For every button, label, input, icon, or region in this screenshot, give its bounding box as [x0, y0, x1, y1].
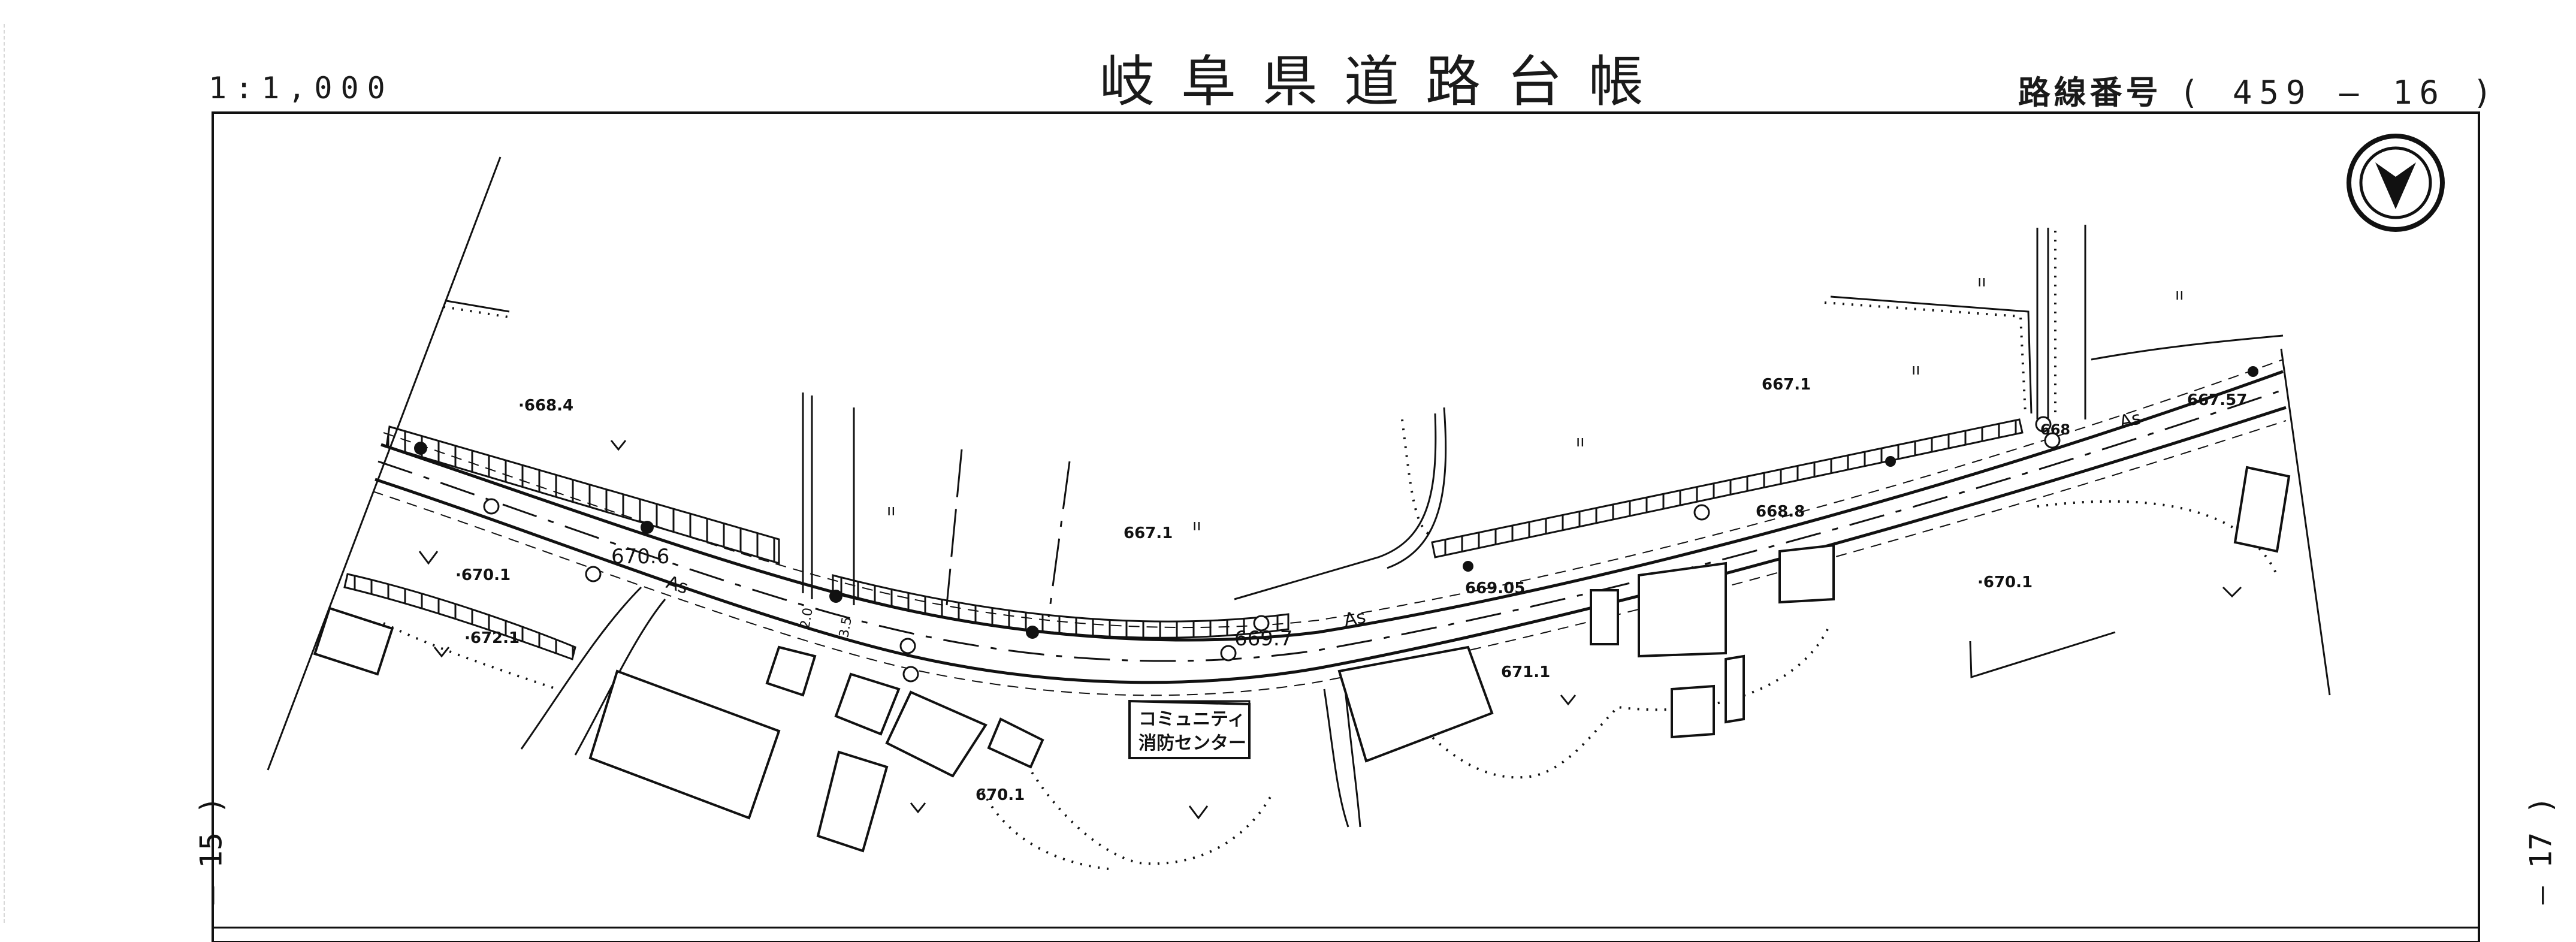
facility-label-line2: 消防センター: [1138, 733, 1246, 754]
manhole-symbols: [483, 416, 2061, 683]
map-boundary-right: [2280, 348, 2331, 696]
width-marker: 2.0: [798, 606, 816, 630]
width-marker: 3.5: [836, 615, 855, 639]
route-number-value: ( 459 — 16 ): [2179, 74, 2499, 111]
map-scale: 1:1,000: [209, 71, 394, 105]
svg-text:ıı: ıı: [1576, 433, 1584, 451]
slope-hatch-right: [1431, 418, 2024, 558]
width-markers: 2.0 3.5: [798, 606, 855, 639]
facility-label-line1: コミュニティ: [1138, 709, 1245, 730]
svg-text:ıı: ıı: [1977, 273, 1986, 291]
svg-text:ıı: ıı: [887, 502, 895, 520]
dotted-boundaries: [383, 231, 2278, 870]
facility-community-fire-center: コミュニティ 消防センター: [1128, 700, 1251, 759]
route-number: 路線番号 ( 459 — 16 ): [2018, 66, 2499, 113]
road-surface-label: As: [1342, 606, 1367, 631]
elevation-labels: ·668.4 ·670.1 ·672.1 670.6 667.1 669.7 6…: [455, 376, 2247, 804]
route-number-label: 路線番号: [2018, 74, 2162, 111]
elevation-label: ·670.1: [1977, 573, 2033, 591]
field-symbols: ıı ıı ıı ıı ıı ıı: [887, 273, 2184, 535]
slope-hatch-left: [385, 425, 780, 565]
page-title: 岐阜県道路台帳: [1100, 50, 1671, 114]
svg-text:ıı: ıı: [2175, 286, 2184, 304]
road-carriageway: [372, 359, 2287, 696]
svg-text:ıı: ıı: [1911, 361, 1920, 379]
elevation-label: 667.1: [1762, 376, 1811, 394]
survey-points: [414, 366, 2258, 639]
elevation-label: 671.1: [1501, 663, 1550, 681]
road-surface-label: As: [2117, 407, 2143, 433]
north-arrow-icon: [2347, 134, 2445, 232]
wall-hatch: [343, 573, 576, 660]
elevation-label: 669.05: [1465, 579, 1525, 597]
slope-hatch-center: [832, 574, 1289, 639]
elevation-label: 667.1: [1124, 524, 1173, 542]
elevation-label: ·672.1: [464, 629, 520, 647]
elevation-label: 668.8: [1756, 503, 1805, 521]
elevation-label: ·668.4: [518, 397, 573, 415]
elevation-label: 667.57: [2187, 391, 2247, 409]
elevation-label: 669.7: [1234, 627, 1292, 651]
svg-text:ıı: ıı: [1192, 517, 1201, 535]
punch-rail: [4, 24, 6, 923]
elevation-label: 670.6: [611, 545, 669, 569]
elevation-label: 668: [2040, 421, 2070, 438]
vegetation-marks: [418, 440, 2242, 820]
elevation-label: 670.1: [976, 786, 1025, 804]
map-frame: [212, 111, 2480, 942]
parcel-lines: [446, 225, 2284, 828]
elevation-label: ·670.1: [455, 566, 511, 584]
buildings: [313, 466, 2291, 853]
